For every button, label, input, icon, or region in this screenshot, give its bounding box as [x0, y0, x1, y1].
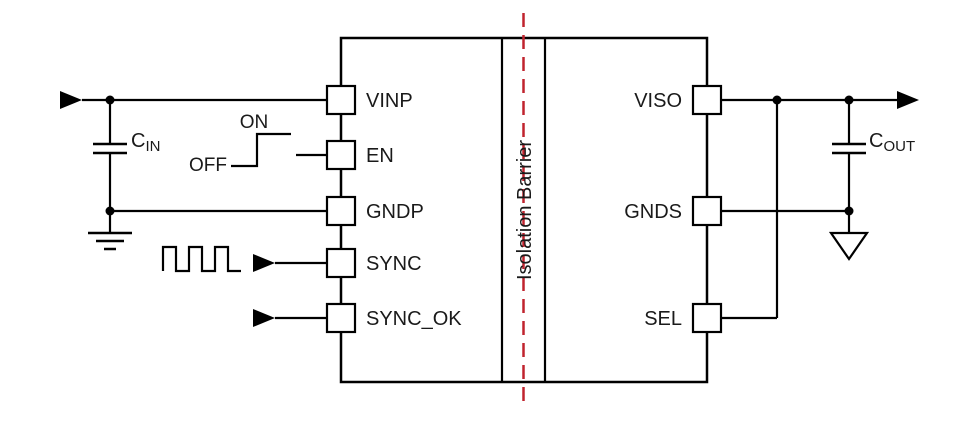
cap-cin-symbol — [93, 142, 127, 155]
gnds-triangle-ground-symbol — [828, 231, 870, 261]
junction-dot-gndp — [105, 206, 115, 216]
pin-vinp — [325, 84, 357, 116]
gndp-earth-ground-symbol — [88, 231, 132, 251]
cap-cout-sub: OUT — [883, 138, 915, 155]
pin-label-sel: SEL — [644, 308, 682, 330]
junction-dot-vinp — [105, 95, 115, 105]
pin-label-gnds: GNDS — [624, 201, 682, 223]
viso-output-arrow-icon — [897, 91, 919, 109]
wire-layer — [82, 98, 897, 320]
pin-layer — [325, 84, 723, 334]
cap-cin-name: C — [131, 130, 145, 152]
sync-clock-waveform — [161, 245, 241, 273]
enable-step-waveform — [231, 132, 291, 168]
pin-label-sync-ok: SYNC_OK — [366, 308, 462, 330]
pin-label-sync: SYNC — [366, 253, 422, 275]
pin-label-vinp: VINP — [366, 90, 413, 112]
pin-label-viso: VISO — [634, 90, 682, 112]
cap-cout-name: C — [869, 130, 883, 152]
junction-dot-sel-viso — [772, 95, 782, 105]
junction-dot-cout-top — [844, 95, 854, 105]
cap-cin-label: CIN — [131, 130, 160, 155]
cap-cin-sub: IN — [145, 138, 160, 155]
pin-label-gndp: GNDP — [366, 201, 424, 223]
sync-input-arrow-icon — [253, 254, 275, 272]
vin-input-arrow-icon — [60, 91, 82, 109]
junction-dot-gnds — [844, 206, 854, 216]
pin-viso — [691, 84, 723, 116]
isolation-barrier-label: Isolation Barrier — [514, 140, 536, 280]
pin-gnds — [691, 195, 723, 227]
pin-en — [325, 139, 357, 171]
pin-sel — [691, 302, 723, 334]
cap-cout-symbol — [832, 142, 866, 155]
pin-sync — [325, 247, 357, 279]
enable-on-label: ON — [240, 112, 269, 133]
pin-sync-ok — [325, 302, 357, 334]
pin-label-en: EN — [366, 145, 394, 167]
pin-gndp — [325, 195, 357, 227]
enable-off-label: OFF — [189, 155, 227, 176]
cap-cout-label: COUT — [869, 130, 915, 155]
sync-ok-input-arrow-icon — [253, 309, 275, 327]
